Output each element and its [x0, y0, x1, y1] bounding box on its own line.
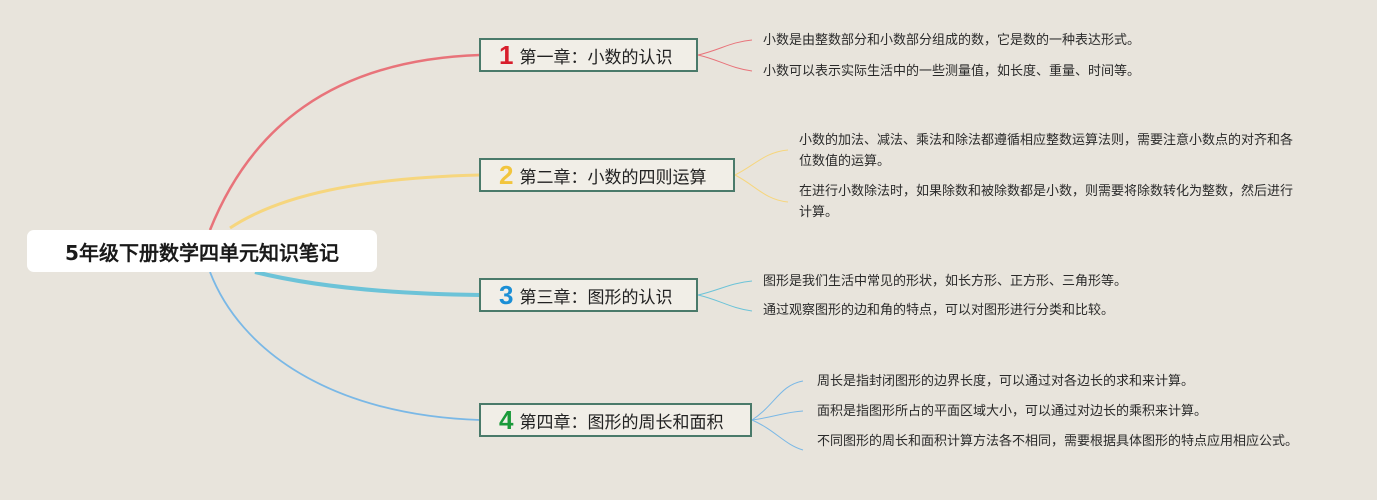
leaf-fork-4 [751, 380, 804, 451]
branch-line-3 [254, 270, 481, 297]
chapter-2-point-1[interactable]: 小数的加法、减法、乘法和除法都遵循相应整数运算法则，需要注意小数点的对齐和各位数… [799, 133, 1294, 169]
leaf-fork-1 [697, 39, 753, 72]
chapter-3-node[interactable]: 3 第三章：图形的认识 [479, 278, 698, 312]
branch-line-2 [229, 173, 481, 230]
branch-line-1 [208, 53, 481, 231]
leaf-fork-3 [697, 280, 753, 312]
chapter-1-point-2[interactable]: 小数可以表示实际生活中的一些测量值，如长度、重量、时间等。 [763, 64, 1141, 79]
root-topic[interactable]: 5年级下册数学四单元知识笔记 [27, 230, 377, 272]
chapter-2-node[interactable]: 2 第二章：小数的四则运算 [479, 158, 735, 192]
chapter-3-title: 第三章：图形的认识 [519, 287, 673, 308]
branch-line-4 [209, 271, 481, 421]
chapter-1-title: 第一章：小数的认识 [519, 47, 673, 68]
leaf-fork-2 [734, 149, 789, 203]
chapter-4-point-1[interactable]: 周长是指封闭图形的边界长度，可以通过对各边长的求和来计算。 [817, 374, 1195, 389]
chapter-4-point-3[interactable]: 不同图形的周长和面积计算方法各不相同，需要根据具体图形的特点应用相应公式。 [817, 434, 1299, 449]
number-2-icon: 2 [499, 160, 514, 190]
chapter-1-node[interactable]: 1 第一章：小数的认识 [479, 38, 698, 72]
chapter-2-point-2[interactable]: 在进行小数除法时，如果除数和被除数都是小数，则需要将除数转化为整数，然后进行计算… [799, 184, 1294, 220]
chapter-2-title: 第二章：小数的四则运算 [519, 167, 707, 188]
number-1-icon: 1 [499, 40, 514, 70]
chapter-3-point-2[interactable]: 通过观察图形的边和角的特点，可以对图形进行分类和比较。 [763, 303, 1115, 318]
number-4-icon: 4 [499, 405, 514, 435]
number-3-icon: 3 [499, 280, 514, 310]
chapter-1-point-1[interactable]: 小数是由整数部分和小数部分组成的数，它是数的一种表达形式。 [763, 33, 1141, 48]
chapter-4-node[interactable]: 4 第四章：图形的周长和面积 [479, 403, 752, 437]
chapter-4-point-2[interactable]: 面积是指图形所占的平面区域大小，可以通过对边长的乘积来计算。 [817, 404, 1208, 419]
chapter-3-point-1[interactable]: 图形是我们生活中常见的形状，如长方形、正方形、三角形等。 [763, 274, 1128, 289]
chapter-4-title: 第四章：图形的周长和面积 [519, 412, 724, 433]
